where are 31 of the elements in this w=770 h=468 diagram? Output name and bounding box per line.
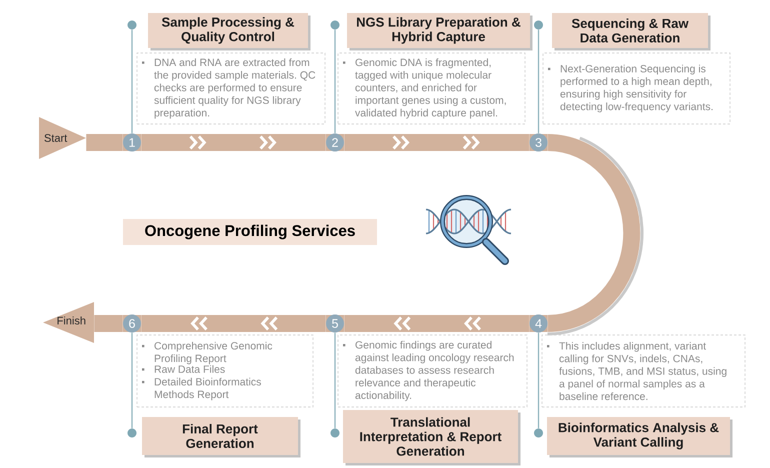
title-banner: Oncogene Profiling Services [123,219,377,245]
dot-marker [128,428,136,438]
connector-line [538,30,540,134]
dot-marker [534,428,543,438]
step-title-box: Sequencing & Raw Data Generation [552,13,711,50]
timeline-band [86,134,123,151]
step-title-box: NGS Library Preparation & Hybrid Capture [347,13,532,50]
connector-line [334,332,336,428]
description-box: This includes alignment, variant calling for SNVs, indels, CNAs, fusions, TMB, and MSI status, using a panel of normal samples as a baseline reference. [542,334,746,408]
dot-marker [330,428,340,438]
timeline-band [344,134,530,151]
step-title-box: Bioinformatics Analysis & Variant Calling [547,417,733,458]
connector-line [538,332,540,428]
description-box: Next-Generation Sequencing is performed to a high mean depth, ensuring high sensitivity for detecting low-frequency variants. [542,52,730,124]
step-title-box: Final Report Generation [142,417,300,458]
step-title-box: Sample Processing & Quality Control [148,13,310,50]
description-box: Comprehensive Genomic Profiling Report Raw Data Files Detailed Bioinformatics Methods Report [136,334,314,408]
timeline-band [141,315,326,332]
timeline-band [344,315,530,332]
dot-marker [534,20,543,30]
connector-line [131,332,133,428]
connector-line [131,30,133,134]
connector-line [334,30,336,134]
dot-marker [128,20,136,30]
dot-marker [330,20,340,30]
timeline-band [94,315,123,332]
description-box: Genomic findings are curated against leading oncology research databases to assess research relevance and therapeutic actionability. [338,334,528,408]
description-box: Genomic DNA is fragmented, tagged with unique molecular counters, and enriched for important genes using a custom, validated hybrid capture panel. [338,52,526,124]
timeline-band [141,134,326,151]
description-box: DNA and RNA are extracted from the provided sample materials. QC checks are performed to ensure sufficient quality for NGS library preparation. [136,52,326,124]
step-title-box: Translational Interpretation & Report Generation [343,410,520,466]
